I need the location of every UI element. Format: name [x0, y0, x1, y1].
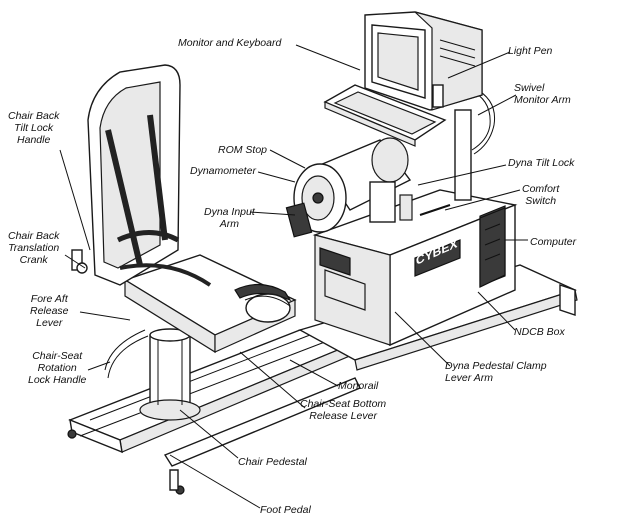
label-rom-stop: ROM Stop [218, 144, 268, 156]
label-chair-pedestal: Chair Pedestal [238, 456, 307, 468]
label-dyna-tilt-lock: Dyna Tilt Lock [508, 157, 575, 169]
label-fore-aft: Fore Aft Release Lever [30, 293, 69, 329]
label-swivel-monitor-arm: Swivel Monitor Arm [514, 82, 571, 106]
keyboard [323, 84, 447, 147]
label-computer: Computer [530, 236, 577, 248]
monitor [364, 11, 483, 111]
label-foot-pedal: Foot Pedal [260, 504, 311, 516]
label-chair-back-translation: Chair Back Translation Crank [8, 230, 60, 266]
label-chair-seat-bottom: Chair-Seat Bottom Release Lever [300, 398, 387, 422]
label-ndcb-box: NDCB Box [514, 326, 565, 338]
label-comfort-switch: Comfort Switch [522, 183, 560, 207]
label-dynamometer: Dynamometer [190, 165, 256, 177]
chair-seat [123, 254, 297, 354]
computer-cabinet [312, 189, 518, 347]
chair-back [71, 64, 212, 287]
dynamometer [285, 137, 451, 238]
leader-lines [59, 44, 528, 509]
label-light-pen: Light Pen [508, 45, 553, 57]
label-dyna-pedestal: Dyna Pedestal Clamp Lever Arm [445, 360, 547, 384]
label-monorail: Monorail [338, 380, 379, 392]
label-dyna-input-arm: Dyna Input Arm [204, 206, 255, 230]
base-platform [67, 329, 361, 495]
label-chair-seat-rotation: Chair-Seat Rotation Lock Handle [28, 350, 87, 386]
chair-pedestal [104, 328, 201, 421]
swivel-monitor-arm [454, 87, 496, 201]
label-chair-back-tilt: Chair Back Tilt Lock Handle [8, 110, 60, 146]
label-monitor-keyboard: Monitor and Keyboard [178, 37, 282, 49]
